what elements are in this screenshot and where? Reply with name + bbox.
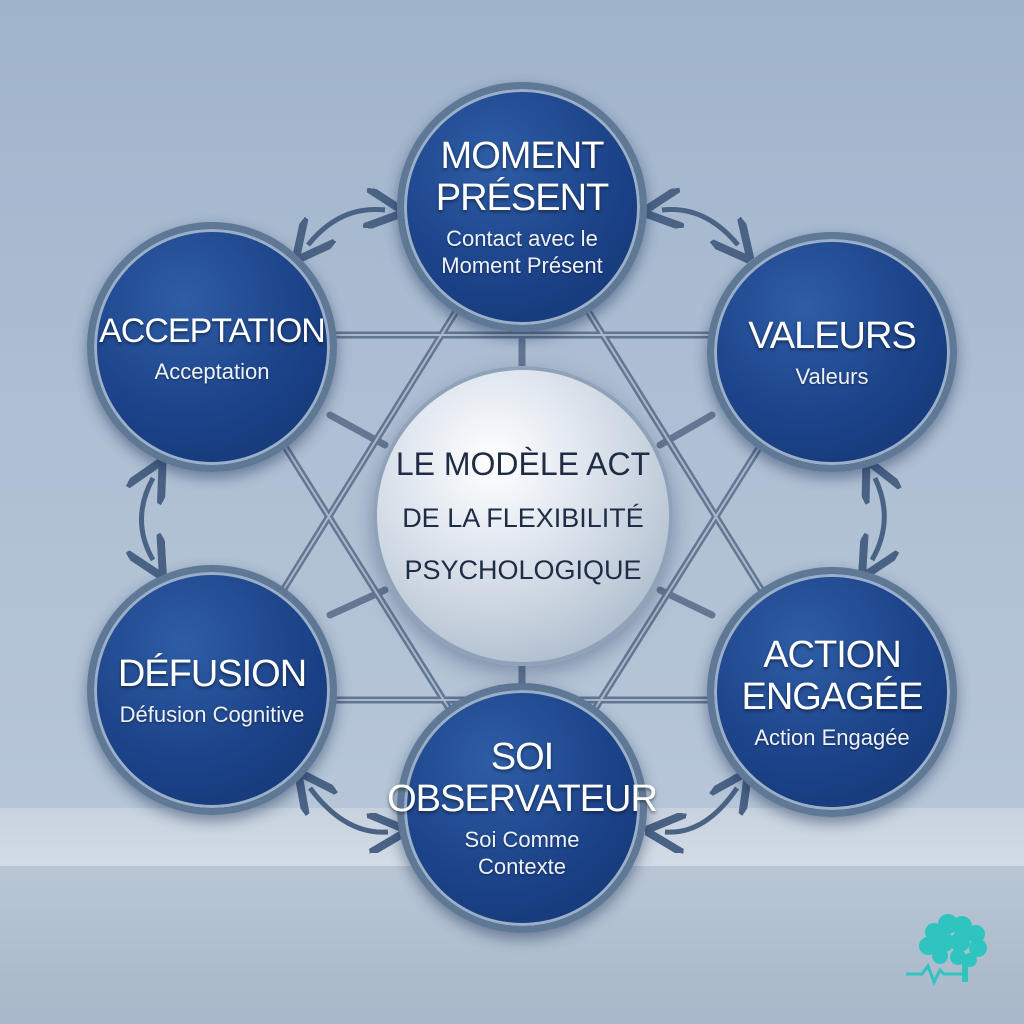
arrow-defusion-acceptation [142, 478, 154, 560]
center-sphere: LE MODÈLE ACT DE LA FLEXIBILITÉ PSYCHOLO… [373, 366, 673, 666]
node-moment-present: MOMENT PRÉSENT Contact avec le Moment Pr… [397, 82, 647, 332]
node-title: SOI OBSERVATEUR [387, 736, 658, 820]
node-soi-observateur: SOI OBSERVATEUR Soi Comme Contexte [387, 683, 658, 933]
node-valeurs: VALEURS Valeurs [707, 232, 957, 472]
node-subtitle: Contact avec le Moment Présent [441, 226, 603, 278]
arrow-soi-defusion [310, 788, 388, 832]
center-title-line-3: PSYCHOLOGIQUE [404, 555, 642, 585]
center-title-line-1: LE MODÈLE ACT [395, 446, 651, 482]
arrow-action-soi [665, 788, 737, 832]
arrow-acceptation-moment [308, 209, 385, 245]
center-title: LE MODÈLE ACT DE LA FLEXIBILITÉ PSYCHOLO… [396, 427, 650, 605]
arrow-valeurs-action [872, 478, 884, 560]
node-subtitle: Valeurs [795, 363, 869, 389]
node-action-engagee: ACTION ENGAGÉE Action Engagée [707, 567, 957, 817]
node-title: MOMENT PRÉSENT [435, 135, 609, 219]
node-title: VALEURS [748, 314, 917, 357]
node-subtitle: Soi Comme Contexte [464, 827, 580, 879]
node-title: DÉFUSION [117, 652, 307, 695]
center-title-line-2: DE LA FLEXIBILITÉ [402, 503, 644, 533]
brain-heartbeat-logo-icon [906, 914, 987, 986]
node-subtitle: Défusion Cognitive [119, 701, 305, 727]
node-title: ACCEPTATION [99, 311, 326, 350]
arrow-moment-valeurs [662, 209, 738, 245]
node-acceptation: ACCEPTATION Acceptation [87, 222, 337, 472]
node-subtitle: Action Engagée [754, 724, 910, 750]
node-subtitle: Acceptation [154, 358, 270, 384]
node-title: ACTION ENGAGÉE [741, 633, 924, 718]
node-defusion: DÉFUSION Défusion Cognitive [87, 565, 337, 815]
